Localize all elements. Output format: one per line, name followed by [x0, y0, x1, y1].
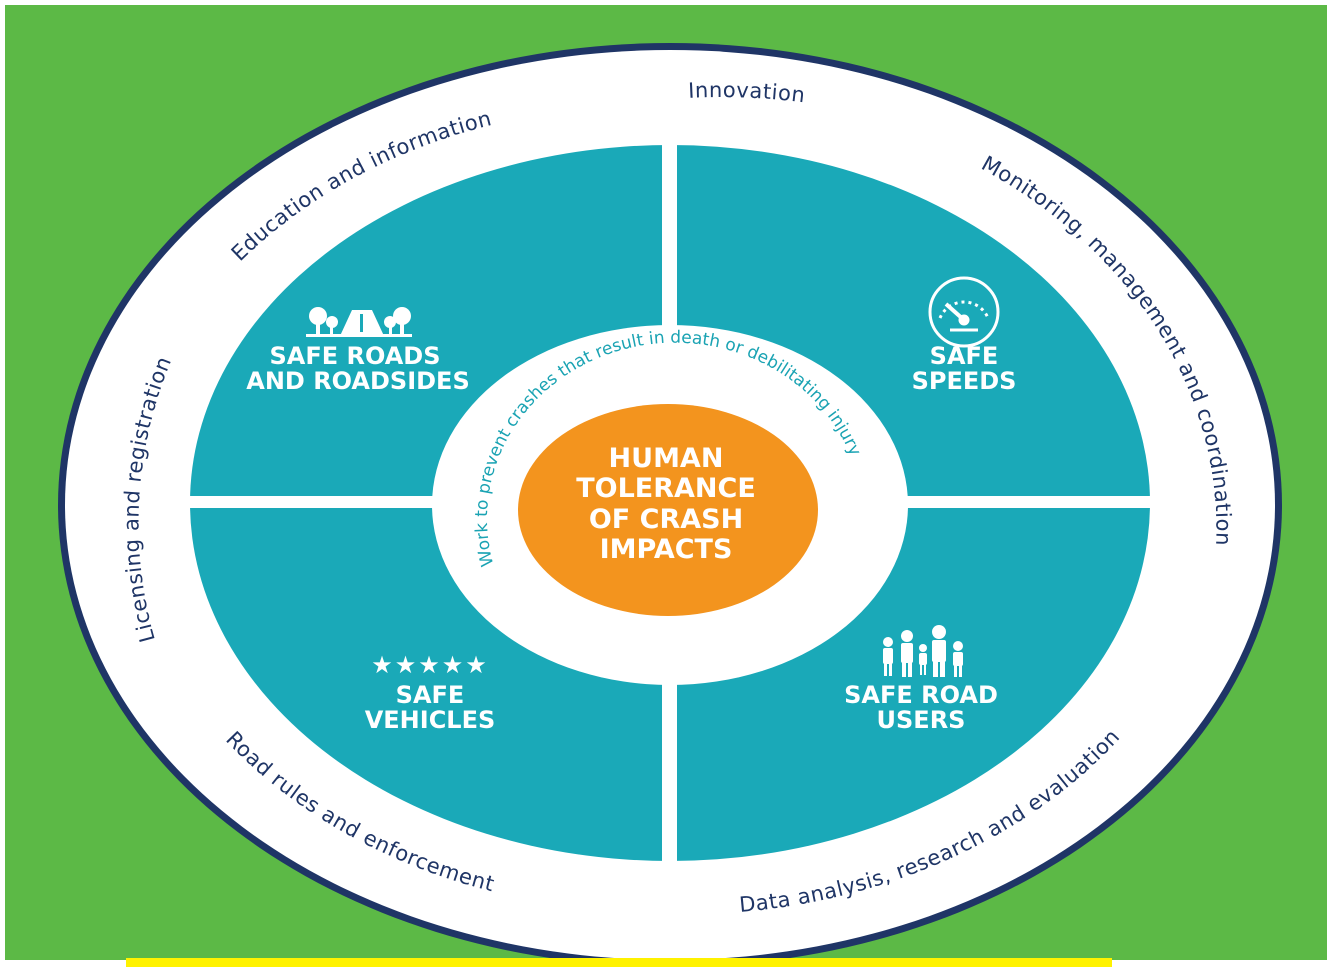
safe-speeds-title-line-2: SPEEDS [912, 367, 1017, 395]
safe-road-users-title-line-1: SAFE ROAD [844, 681, 998, 709]
safe-road-users-title-line-2: USERS [877, 706, 966, 734]
safe-speeds-title-line-1: SAFE [930, 342, 999, 370]
center-title-line-2: TOLERANCE [576, 473, 756, 504]
speedometer-icon [928, 276, 1000, 348]
center-disc [518, 404, 818, 616]
center-title-line-3: OF CRASH [589, 504, 743, 535]
five-stars-icon: ★★★★★ [371, 651, 489, 679]
safe-vehicles-title-line-1: SAFE [396, 681, 465, 709]
safe-roads-title-line-2: AND ROADSIDES [246, 367, 470, 395]
highlight-bar [126, 958, 1112, 967]
family-icon [883, 625, 963, 677]
road-with-trees-icon [306, 307, 412, 337]
safe-vehicles-title-line-2: VEHICLES [365, 706, 496, 734]
center-title-line-4: IMPACTS [600, 534, 733, 565]
safe-roads-title-line-1: SAFE ROADS [269, 342, 440, 370]
center-title-line-1: HUMAN [609, 443, 724, 474]
